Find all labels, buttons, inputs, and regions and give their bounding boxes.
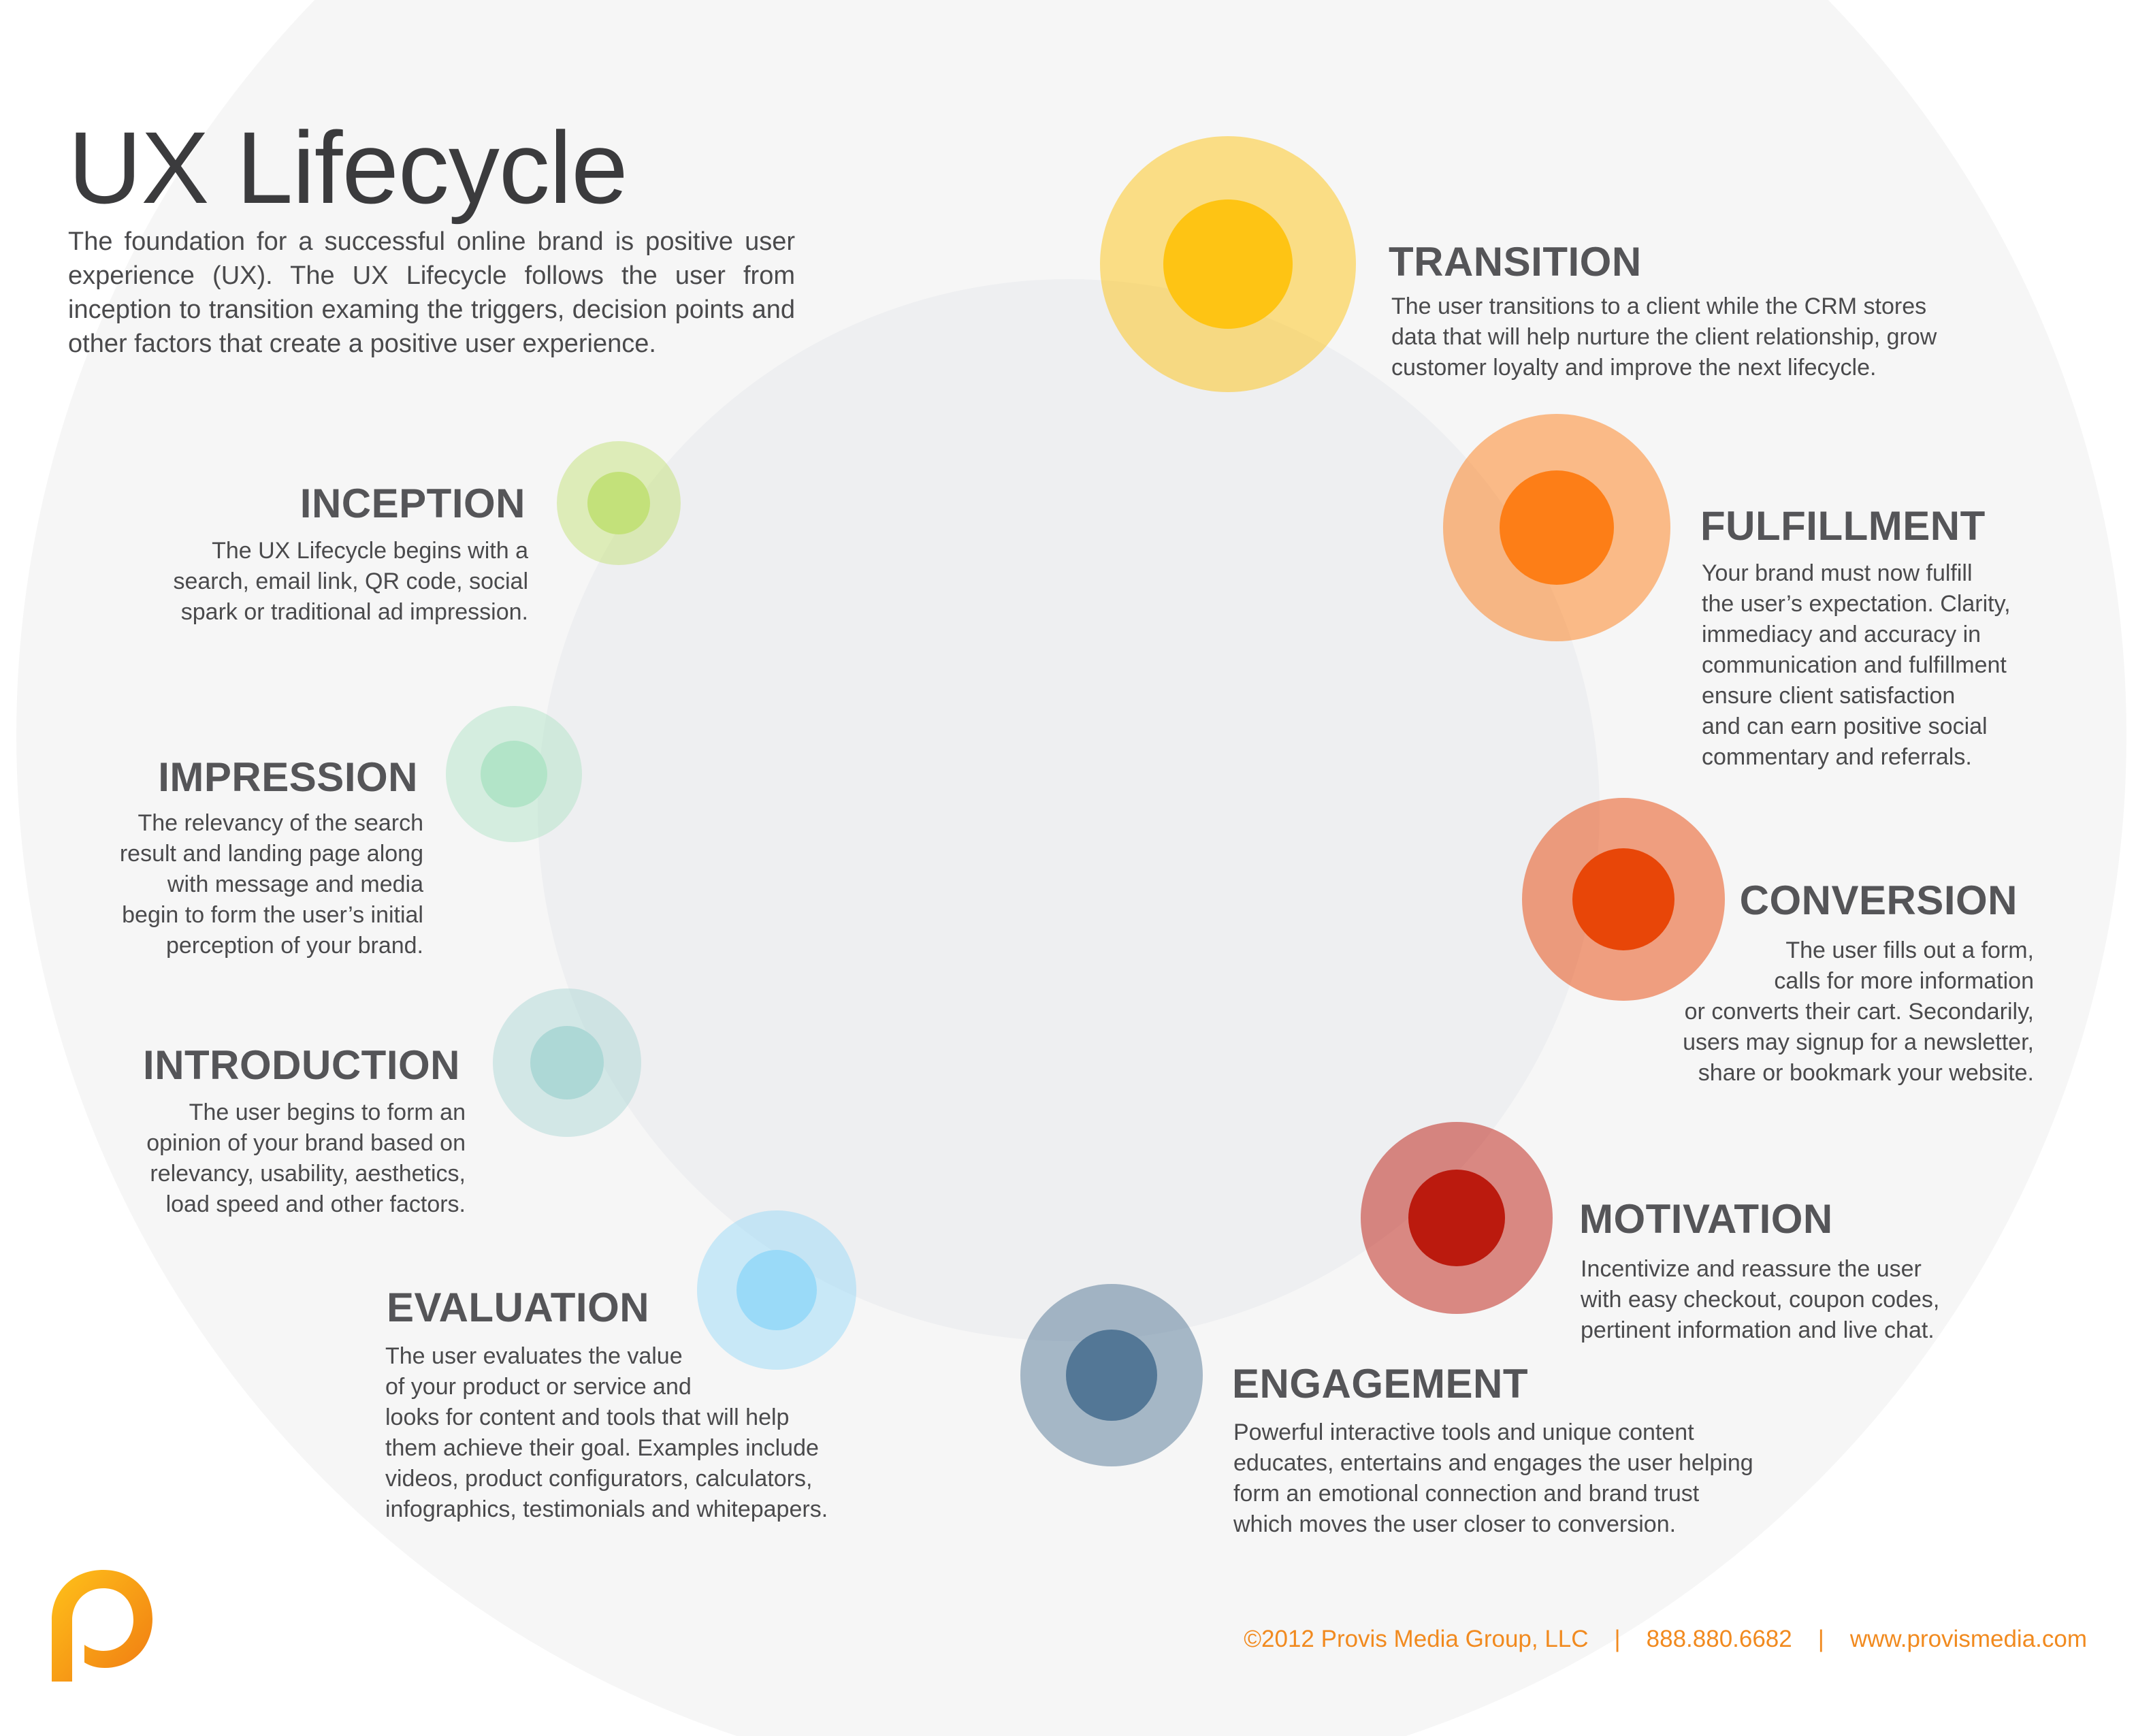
fulfillment-heading: FULFILLMENT <box>1700 503 1986 549</box>
impression-node-core <box>481 741 547 807</box>
evaluation-node <box>697 1210 856 1370</box>
inception-node-core <box>587 472 650 534</box>
evaluation-heading: EVALUATION <box>387 1285 650 1330</box>
page-title: UX Lifecycle <box>68 110 628 225</box>
motivation-heading: MOTIVATION <box>1579 1196 1833 1242</box>
engagement-node <box>1020 1284 1203 1466</box>
provis-logo-icon <box>52 1570 152 1682</box>
introduction-description: The user begins to form an opinion of yo… <box>146 1099 466 1217</box>
impression-heading: IMPRESSION <box>158 754 418 800</box>
fulfillment-node-core <box>1500 470 1614 585</box>
impression-description: The relevancy of the search result and l… <box>119 810 423 959</box>
transition-node <box>1100 136 1356 392</box>
transition-node-core <box>1163 199 1293 329</box>
conversion-heading: CONVERSION <box>1739 878 2018 923</box>
motivation-node <box>1361 1122 1553 1314</box>
footer-phone[interactable]: 888.880.6682 <box>1646 1626 1792 1652</box>
engagement-node-core <box>1066 1330 1157 1421</box>
fulfillment-description: Your brand must now fulfill the user’s e… <box>1702 560 2011 770</box>
engagement-heading: ENGAGEMENT <box>1232 1361 1529 1407</box>
fulfillment-node <box>1443 414 1670 641</box>
footer-separator: | <box>1817 1626 1824 1652</box>
transition-heading: TRANSITION <box>1389 239 1642 285</box>
intro-paragraph: The foundation for a successful online b… <box>68 227 795 358</box>
evaluation-description: The user evaluates the value of your pro… <box>385 1343 828 1522</box>
evaluation-node-core <box>737 1250 817 1330</box>
footer-separator: | <box>1614 1626 1621 1652</box>
inception-heading: INCEPTION <box>300 481 525 526</box>
motivation-node-core <box>1408 1170 1505 1266</box>
conversion-description: The user fills out a form, calls for mor… <box>1683 937 2034 1086</box>
footer-website[interactable]: www.provismedia.com <box>1849 1626 2087 1652</box>
conversion-node-core <box>1572 848 1674 950</box>
introduction-node <box>493 988 641 1137</box>
introduction-node-core <box>530 1026 604 1099</box>
inception-description: The UX Lifecycle begins with a search, e… <box>173 538 528 625</box>
engagement-description: Powerful interactive tools and unique co… <box>1233 1419 1753 1537</box>
motivation-description: Incentivize and reassure the user with e… <box>1581 1256 1940 1343</box>
footer-copyright: ©2012 Provis Media Group, LLC <box>1244 1626 1589 1652</box>
transition-description: The user transitions to a client while t… <box>1391 293 1937 381</box>
conversion-node <box>1522 798 1725 1001</box>
introduction-heading: INTRODUCTION <box>143 1042 460 1088</box>
impression-node <box>446 706 582 842</box>
inception-node <box>557 441 681 565</box>
footer: ©2012 Provis Media Group, LLC | 888.880.66… <box>1244 1626 2087 1653</box>
